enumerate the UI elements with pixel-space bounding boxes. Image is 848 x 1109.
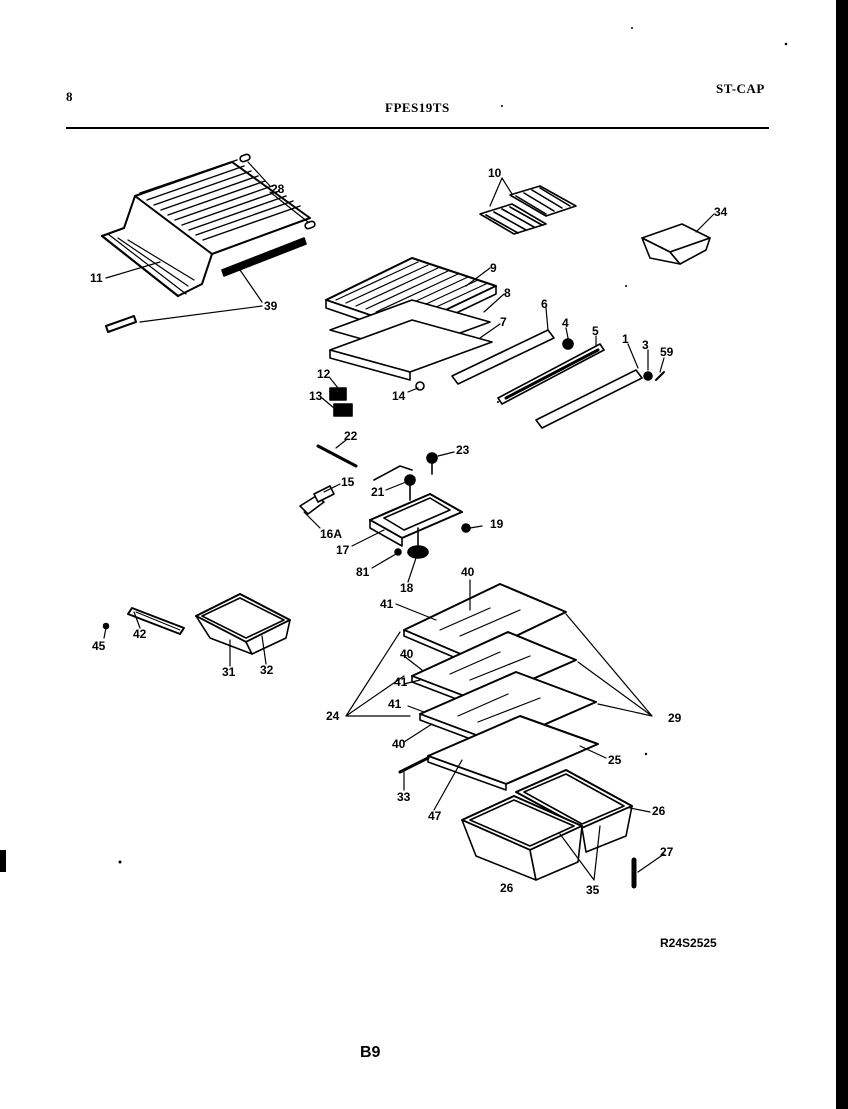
callout-1: 1 [622, 332, 629, 346]
callout-27: 27 [660, 845, 674, 859]
callout-10: 10 [488, 166, 502, 180]
callout-40-bottom: 40 [392, 737, 406, 751]
crisper-cover-support [102, 607, 185, 635]
callout-33: 33 [397, 790, 411, 804]
callout-47: 47 [428, 809, 442, 823]
callout-19: 19 [490, 517, 504, 531]
callout-5: 5 [592, 324, 599, 338]
callout-7: 7 [500, 315, 507, 329]
callout-23: 23 [456, 443, 470, 457]
scan-specks [118, 27, 788, 864]
callout-41-bottom: 41 [388, 697, 402, 711]
slide-rail [451, 329, 555, 385]
callout-45: 45 [92, 639, 106, 653]
small-drawer [195, 593, 291, 655]
leader-lines [103, 161, 715, 881]
screw [655, 371, 665, 381]
clips [329, 387, 353, 417]
callout-17: 17 [336, 543, 350, 557]
glass-shelf-top [403, 583, 567, 665]
callout-6: 6 [541, 297, 548, 311]
trim-strip [105, 237, 307, 333]
cover-support [398, 756, 430, 774]
crisper-drawer-right [515, 769, 633, 853]
control-assembly [299, 452, 471, 559]
callout-11: 11 [90, 271, 103, 285]
callout-4: 4 [562, 316, 569, 330]
callout-21: 21 [371, 485, 385, 499]
callout-31: 31 [222, 665, 236, 679]
drain-tube [316, 444, 358, 468]
callout-40-middle: 40 [400, 647, 414, 661]
model-number: FPES19TS [385, 100, 450, 115]
diagram-reference: R24S2525 [660, 936, 717, 950]
callout-34: 34 [714, 205, 728, 219]
ice-cube-trays [479, 185, 577, 235]
divider-screw [415, 381, 425, 391]
callout-8: 8 [504, 286, 511, 300]
callout-26-left: 26 [500, 881, 514, 895]
header-rule [66, 127, 769, 129]
callout-15: 15 [341, 475, 355, 489]
callout-26-right: 26 [652, 804, 666, 818]
callout-81: 81 [356, 565, 370, 579]
callout-25: 25 [608, 753, 622, 767]
callout-39: 39 [264, 299, 278, 313]
scan-border-mark [0, 850, 6, 872]
callout-16a: 16A [320, 527, 343, 541]
crisper-drawer-left [461, 795, 583, 881]
callout-9: 9 [490, 261, 497, 275]
callout-41-top: 41 [380, 597, 394, 611]
callout-22: 22 [344, 429, 358, 443]
callout-41-middle: 41 [394, 675, 408, 689]
callout-35: 35 [586, 883, 600, 897]
callout-29: 29 [668, 711, 682, 725]
callout-32: 32 [260, 663, 274, 677]
page-code: B9 [360, 1044, 381, 1061]
track-rail [497, 343, 605, 405]
shelf-pegs [239, 153, 316, 230]
callout-18: 18 [400, 581, 414, 595]
crisper-cover [427, 715, 599, 791]
callout-14: 14 [392, 389, 406, 403]
callout-24: 24 [326, 709, 340, 723]
callout-40-top: 40 [461, 565, 475, 579]
page-number: 8 [66, 89, 73, 104]
nut [562, 338, 574, 350]
long-rail [535, 369, 643, 429]
callout-59: 59 [660, 345, 674, 359]
freezer-wire-shelf [100, 159, 311, 298]
divider-insulation [329, 319, 493, 381]
retainer [643, 371, 653, 381]
callout-42: 42 [133, 627, 147, 641]
butter-dish [641, 223, 711, 265]
callout-13: 13 [309, 389, 323, 403]
category-code: ST-CAP [716, 81, 765, 96]
scan-border-right [836, 0, 848, 1109]
callout-12: 12 [317, 367, 331, 381]
callout-3: 3 [642, 338, 649, 352]
callout-28: 28 [271, 182, 285, 196]
